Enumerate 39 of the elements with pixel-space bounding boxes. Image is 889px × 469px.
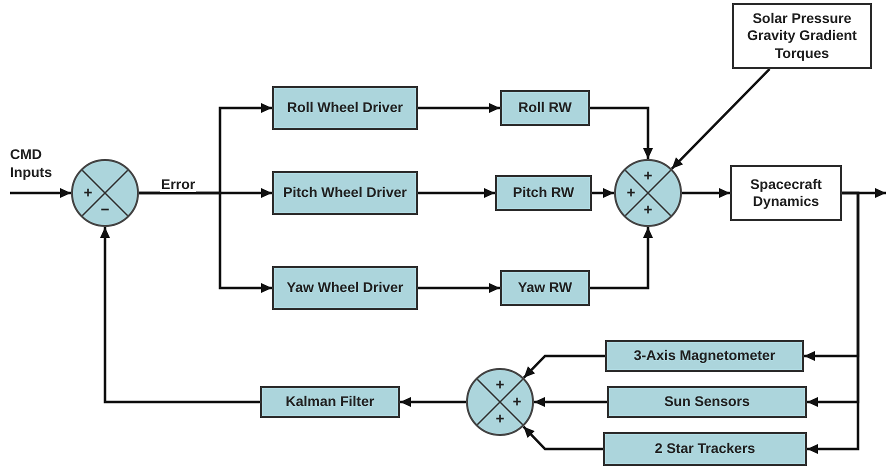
process-box: 2 Star Trackers — [603, 432, 807, 466]
arrow — [418, 188, 495, 198]
arrow — [534, 397, 607, 407]
arrow — [670, 68, 770, 170]
arrow — [139, 192, 272, 293]
arrow — [592, 188, 614, 198]
arrow — [590, 227, 653, 290]
arrow — [682, 188, 730, 198]
edge-label: Error — [160, 176, 196, 192]
sign-symbol: + — [644, 202, 652, 218]
arrow — [400, 397, 466, 407]
process-box: Roll RW — [500, 90, 590, 126]
input-label: CMD Inputs — [10, 146, 70, 196]
sign-symbol: + — [84, 186, 92, 200]
arrow — [522, 354, 605, 379]
process-box: 3-Axis Magnetometer — [605, 340, 804, 372]
sign-symbol: + — [496, 412, 504, 426]
process-box: Spacecraft Dynamics — [730, 165, 842, 221]
sign-symbol: + — [626, 186, 636, 200]
arrow — [807, 192, 860, 454]
arrow — [418, 283, 500, 293]
sign-symbol: + — [512, 394, 522, 410]
sign-symbol: − — [100, 202, 110, 218]
process-box: Pitch Wheel Driver — [272, 171, 418, 215]
process-box: Solar Pressure Gravity Gradient Torques — [732, 3, 872, 69]
sign-symbol: + — [644, 168, 652, 184]
process-box: Sun Sensors — [607, 386, 807, 418]
process-box: Roll Wheel Driver — [272, 86, 418, 130]
arrow — [590, 106, 653, 159]
summing-junction — [466, 368, 534, 436]
sign-symbol: + — [496, 378, 504, 392]
arrow — [522, 426, 603, 450]
process-box: Yaw RW — [500, 270, 590, 306]
arrow — [100, 227, 260, 404]
process-box: Pitch RW — [495, 175, 592, 211]
process-box: Kalman Filter — [260, 386, 400, 418]
arrow — [418, 103, 500, 113]
arrow — [10, 188, 71, 198]
process-box: Yaw Wheel Driver — [272, 266, 418, 310]
